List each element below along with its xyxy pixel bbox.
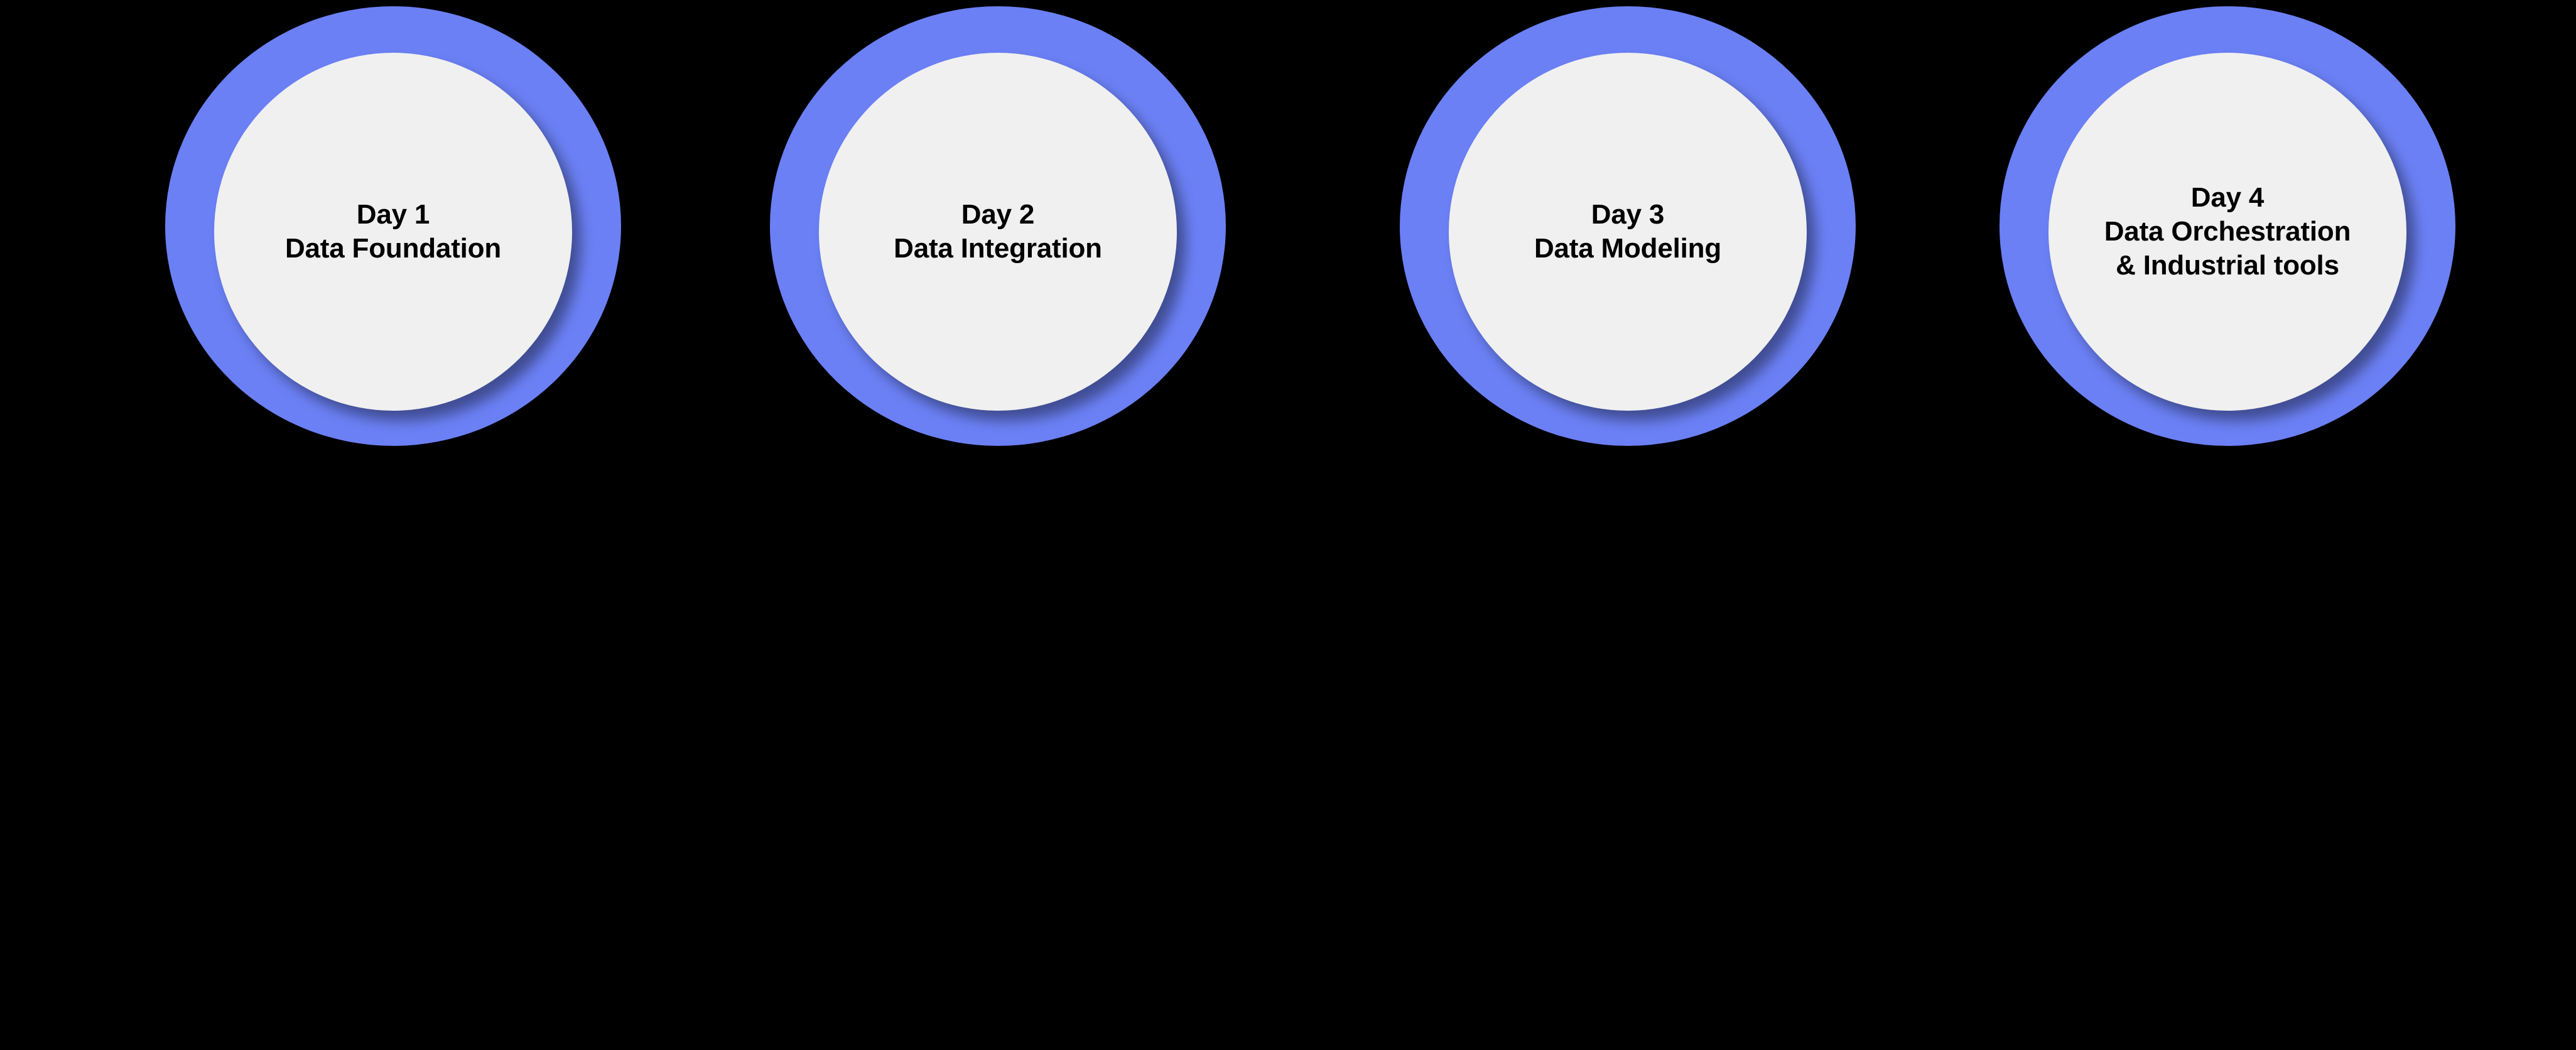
node-core-day-1: Day 1 Data Foundation — [214, 53, 572, 411]
node-label-day-4: Day 4 Data Orchestration & Industrial to… — [2104, 182, 2351, 281]
node-day-3[interactable]: Day 3 Data Modeling — [1400, 6, 1856, 446]
node-label-day-1: Day 1 Data Foundation — [284, 199, 502, 264]
node-day-2[interactable]: Day 2 Data Integration — [770, 6, 1226, 446]
node-label-day-3: Day 3 Data Modeling — [1534, 199, 1722, 264]
node-day-4[interactable]: Day 4 Data Orchestration & Industrial to… — [2000, 6, 2455, 446]
node-core-day-4: Day 4 Data Orchestration & Industrial to… — [2048, 53, 2406, 411]
node-day-1[interactable]: Day 1 Data Foundation — [165, 6, 621, 446]
node-label-day-2: Day 2 Data Integration — [894, 199, 1102, 264]
node-core-day-3: Day 3 Data Modeling — [1449, 53, 1807, 411]
node-core-day-2: Day 2 Data Integration — [819, 53, 1177, 411]
